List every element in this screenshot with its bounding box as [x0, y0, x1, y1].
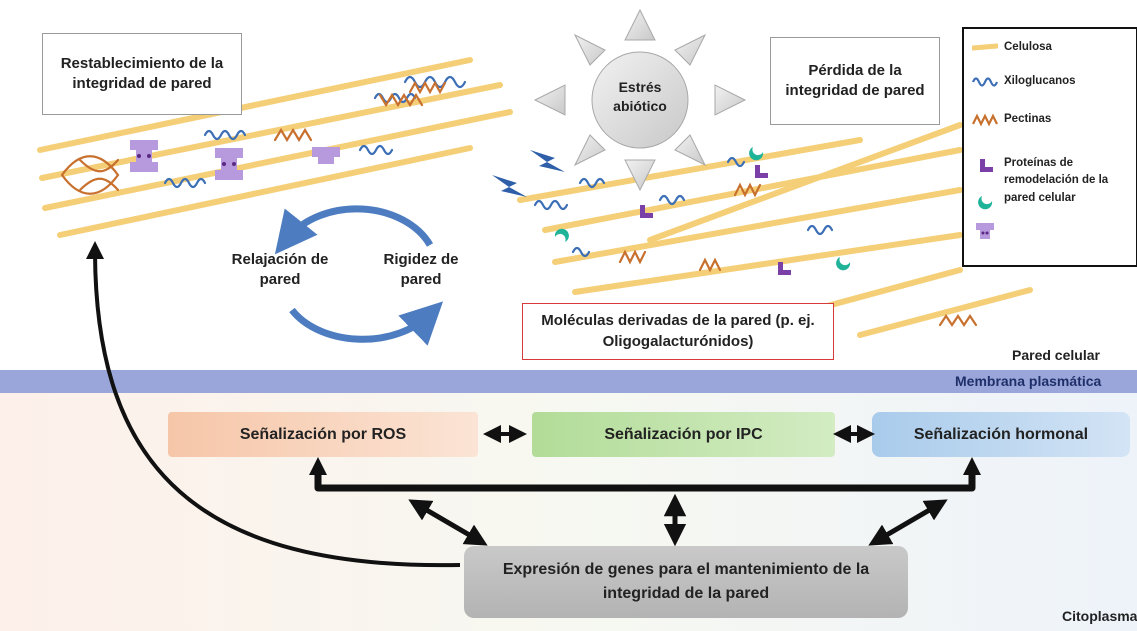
purple-proteins: [640, 165, 791, 275]
legend-item-remodeling-proteins: Proteínas de remodelación de la pared ce…: [972, 155, 1122, 245]
cycle-arrow-bottom: [289, 301, 444, 346]
expression-box-bg: [464, 546, 908, 618]
cycle-arrow-top: [274, 205, 434, 255]
loss-label: Pérdida de la integridad de pared: [770, 37, 940, 125]
ipc-box-bg: [532, 412, 835, 457]
cell-wall-label: Pared celular: [1012, 347, 1100, 363]
pectin-icon: [972, 113, 998, 127]
xyloglucan-icon: [972, 77, 998, 87]
wall-relaxation-label: Relajación de pared: [231, 251, 329, 289]
plasma-membrane-band: [0, 370, 1137, 393]
xyloglucans: [163, 75, 834, 258]
hormonal-signaling-box: Señalización hormonal: [913, 425, 1089, 443]
ros-box-bg: [168, 412, 478, 457]
expression-right-arrow: [868, 499, 948, 546]
cytoplasm-label: Citoplasma: [1062, 608, 1137, 624]
remodeling-protein-icon: [976, 159, 994, 239]
pectins: [60, 80, 978, 327]
signal-bracket: [314, 468, 976, 492]
cellulose-icon: [972, 43, 998, 51]
ipc-signaling-box: Señalización por IPC: [604, 425, 763, 443]
wall-derived-molecules-label: Moléculas derivadas de la pared (p. ej. …: [522, 303, 834, 360]
legend-label: Proteínas de remodelación de la pared ce…: [1004, 157, 1109, 204]
ros-signaling-box: Señalización por ROS: [239, 425, 407, 443]
restoration-feedback-arrow: [86, 241, 461, 568]
legend-label: Xiloglucanos: [1004, 75, 1076, 87]
lightning-bolts: [492, 150, 565, 197]
expression-left-arrow: [408, 499, 488, 546]
abiotic-stress-label: Estrés abiótico: [613, 79, 667, 114]
plasma-membrane-label: Membrana plasmática: [955, 373, 1102, 389]
restoration-label: Restablecimiento de la integridad de par…: [42, 33, 242, 115]
wall-rigidity-label: Rigidez de pared: [383, 251, 459, 289]
legend-label: Celulosa: [1004, 41, 1052, 53]
legend: Celulosa Xiloglucanos Pectinas Proteínas…: [962, 27, 1137, 267]
abiotic-stress-sun-icon: [533, 8, 747, 192]
legend-item-xyloglucan: Xiloglucanos: [972, 73, 1076, 91]
legend-item-pectin: Pectinas: [972, 111, 1051, 129]
crosslinker-proteins: [130, 140, 340, 180]
legend-item-cellulose: Celulosa: [972, 39, 1052, 57]
hormonal-box-bg: [872, 412, 1130, 457]
gene-expression-box: Expresión de genes para el mantenimiento…: [502, 561, 870, 602]
teal-proteins: [554, 147, 851, 271]
legend-label: Pectinas: [1004, 113, 1052, 125]
